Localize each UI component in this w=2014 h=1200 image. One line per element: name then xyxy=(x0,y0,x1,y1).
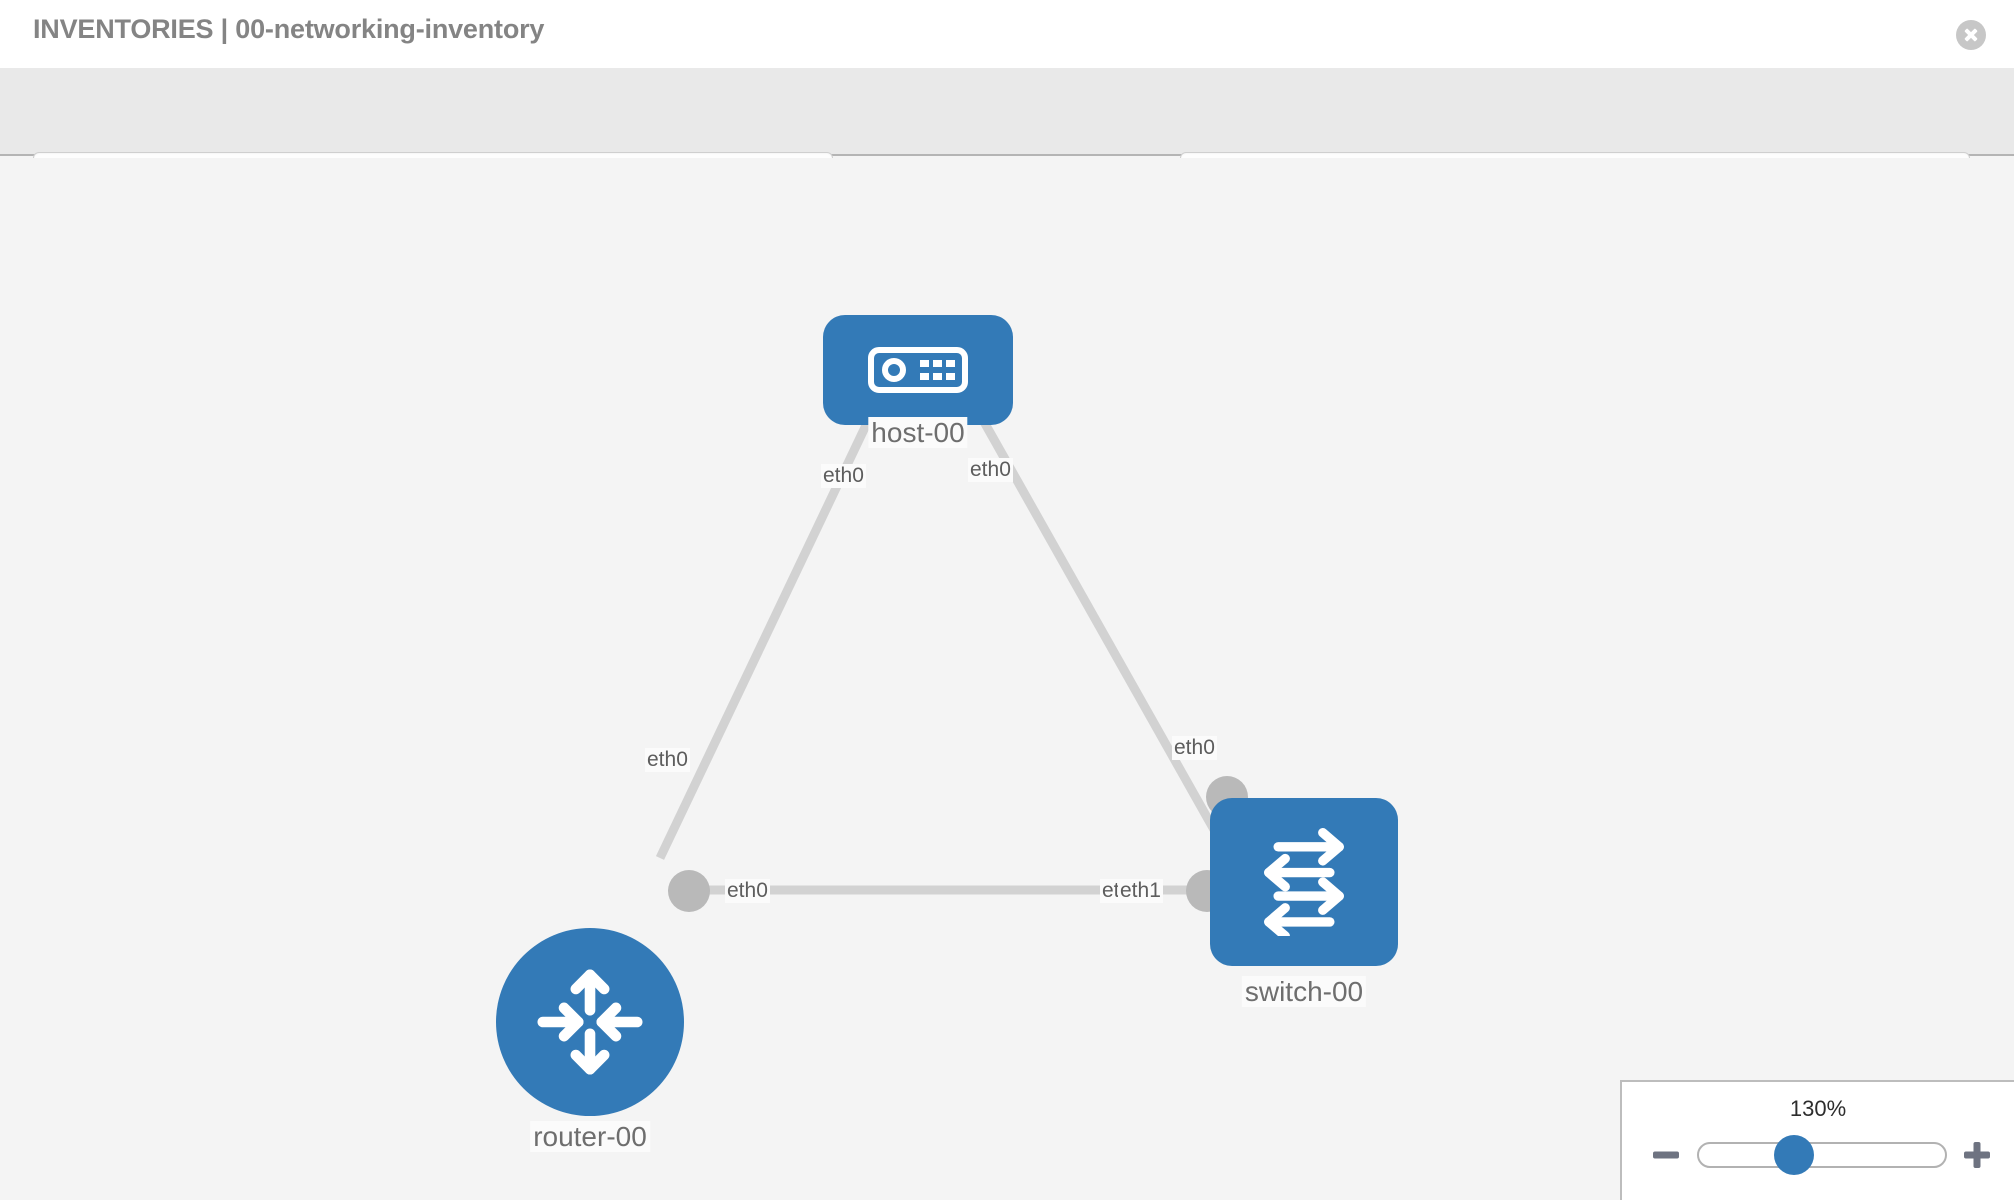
host-node-shape[interactable] xyxy=(823,315,1013,425)
zoom-slider-thumb[interactable] xyxy=(1774,1135,1814,1175)
iface-label-host-left: eth0 xyxy=(821,464,866,489)
node-host-00-label: host-00 xyxy=(868,417,968,449)
toolbar: ACTIONS SEARCH xyxy=(0,68,2014,208)
link-host-switch xyxy=(944,355,1234,861)
bidirectional-arrows-icon xyxy=(1264,828,1344,936)
four-arrows-icon xyxy=(537,969,643,1075)
topology-canvas[interactable]: host-00 router xyxy=(0,158,2014,1200)
zoom-level-value: 130% xyxy=(1789,1096,1847,1121)
zoom-in-button[interactable] xyxy=(1960,1138,1994,1172)
iface-label-switch-upper: eth0 xyxy=(1172,736,1217,761)
switch-node-shape[interactable] xyxy=(1210,798,1398,966)
zoom-control-panel: 130% xyxy=(1620,1080,2014,1200)
zoom-out-button[interactable] xyxy=(1649,1138,1683,1172)
topology-links xyxy=(655,355,1234,895)
iface-label-router-upper: eth0 xyxy=(645,748,690,773)
endpoint-router-right[interactable] xyxy=(668,870,710,912)
iface-label-host-right: eth0 xyxy=(968,458,1013,483)
iface-label-router-right: eth0 xyxy=(725,879,770,904)
node-router-00-label: router-00 xyxy=(530,1121,650,1153)
node-switch-00-label: switch-00 xyxy=(1241,976,1367,1008)
router-node-shape[interactable] xyxy=(496,928,684,1116)
page-header: INVENTORIES | 00-networking-inventory xyxy=(0,0,2014,68)
close-icon[interactable] xyxy=(1956,20,1986,50)
iface-label-switch-left-front: eth1 xyxy=(1118,879,1163,904)
zoom-slider-track[interactable] xyxy=(1697,1142,1947,1168)
link-host-router xyxy=(655,356,903,860)
server-appliance-icon xyxy=(868,347,968,393)
page-title: INVENTORIES | 00-networking-inventory xyxy=(33,14,545,44)
